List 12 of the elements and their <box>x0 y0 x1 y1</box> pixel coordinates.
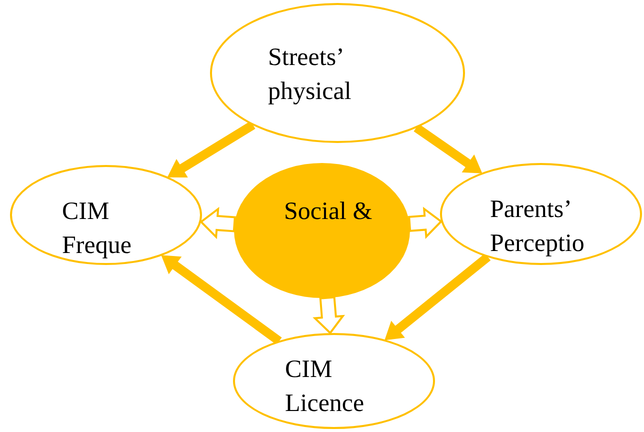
block-arrow <box>414 124 482 174</box>
block-arrow <box>161 255 282 345</box>
block-arrow <box>384 253 491 340</box>
node-label: CIM Freque <box>62 197 132 261</box>
block-arrow <box>312 296 345 334</box>
node-label: CIM Licence <box>285 355 366 419</box>
node-label: Social & <box>284 197 372 227</box>
node-label: Streets’ physical <box>268 43 352 107</box>
block-arrow <box>200 206 236 240</box>
block-arrow <box>408 206 443 239</box>
node-label: Parents’ Perceptio <box>490 195 586 259</box>
block-arrow <box>167 121 256 178</box>
